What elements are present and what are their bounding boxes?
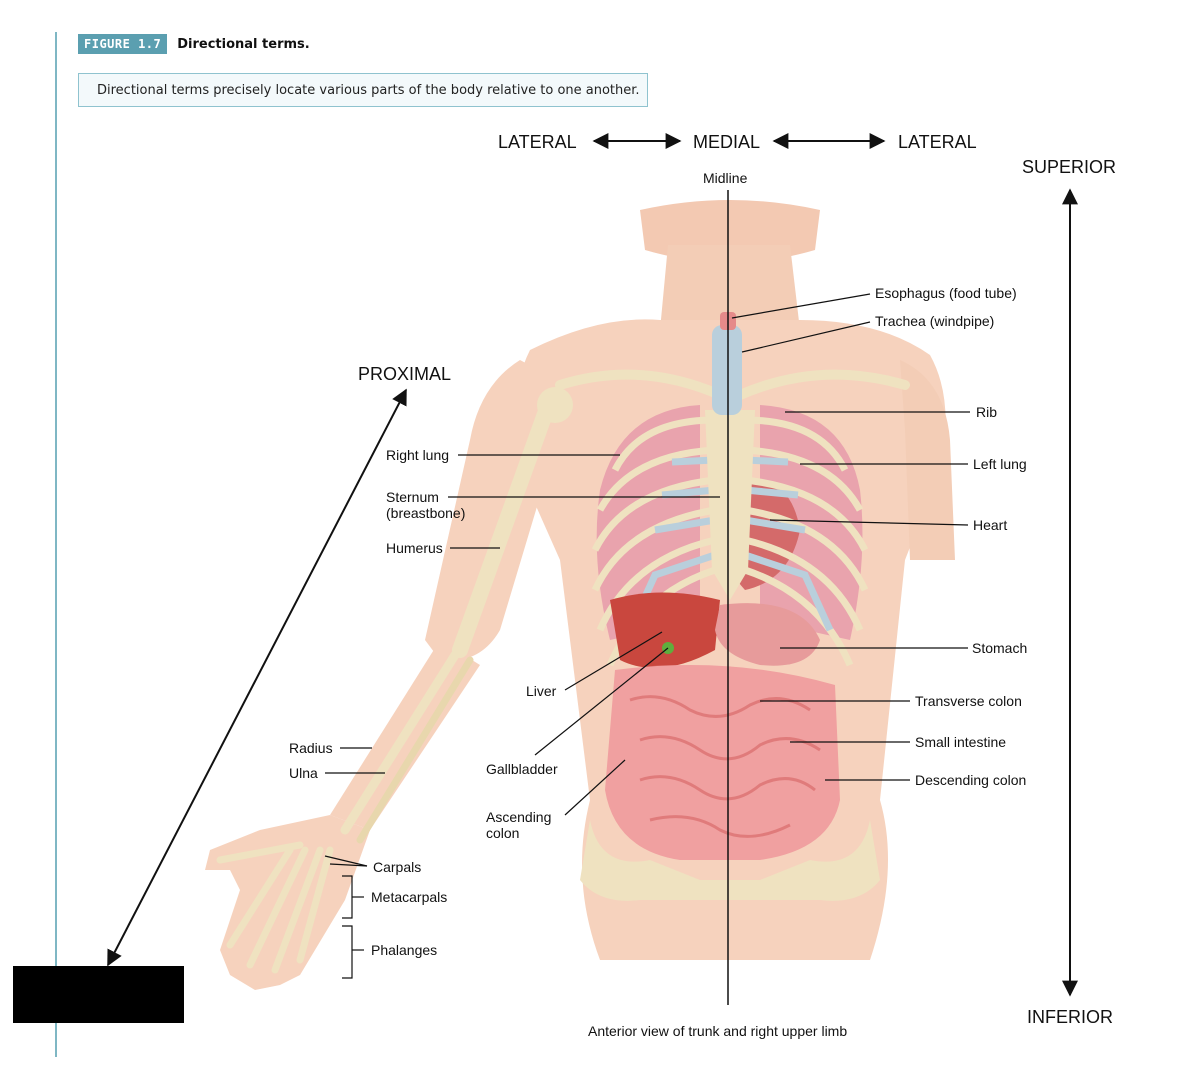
right-lung-label: Right lung (386, 447, 449, 463)
sternum-label-2: (breastbone) (386, 505, 465, 521)
ascending-colon-label-2: colon (486, 825, 519, 841)
sternum-label: Sternum (386, 489, 439, 505)
left-lung-label: Left lung (973, 456, 1027, 472)
radius-bone (345, 655, 455, 830)
body-illustration (205, 200, 955, 990)
hand-shape (205, 815, 370, 990)
medial-label: MEDIAL (693, 132, 760, 152)
proximal-label: PROXIMAL (358, 364, 451, 384)
metacarpals-label: Metacarpals (371, 889, 447, 905)
trachea-label: Trachea (windpipe) (875, 313, 994, 329)
superior-label: SUPERIOR (1022, 157, 1116, 177)
transverse-colon-label: Transverse colon (915, 693, 1022, 709)
lateral-left-label: LATERAL (498, 132, 577, 152)
radius-label: Radius (289, 740, 333, 756)
small-intestine-label: Small intestine (915, 734, 1006, 750)
redaction-box (13, 966, 184, 1023)
humerus-label: Humerus (386, 540, 443, 556)
view-caption: Anterior view of trunk and right upper l… (588, 1023, 847, 1039)
phalanges-label: Phalanges (371, 942, 437, 958)
descending-colon-label: Descending colon (915, 772, 1026, 788)
esophagus-label: Esophagus (food tube) (875, 285, 1017, 301)
trachea-shape (712, 325, 742, 415)
ulna-label: Ulna (289, 765, 318, 781)
stomach-label: Stomach (972, 640, 1027, 656)
ascending-colon-label: Ascending (486, 809, 551, 825)
inferior-label: INFERIOR (1027, 1007, 1113, 1027)
carpals-label: Carpals (373, 859, 421, 875)
heart-label: Heart (973, 517, 1007, 533)
midline-label: Midline (703, 170, 748, 186)
lateral-right-label: LATERAL (898, 132, 977, 152)
humerus-head (537, 387, 573, 423)
rib-label: Rib (976, 404, 997, 420)
liver-label: Liver (526, 683, 557, 699)
gallbladder-label: Gallbladder (486, 761, 558, 777)
